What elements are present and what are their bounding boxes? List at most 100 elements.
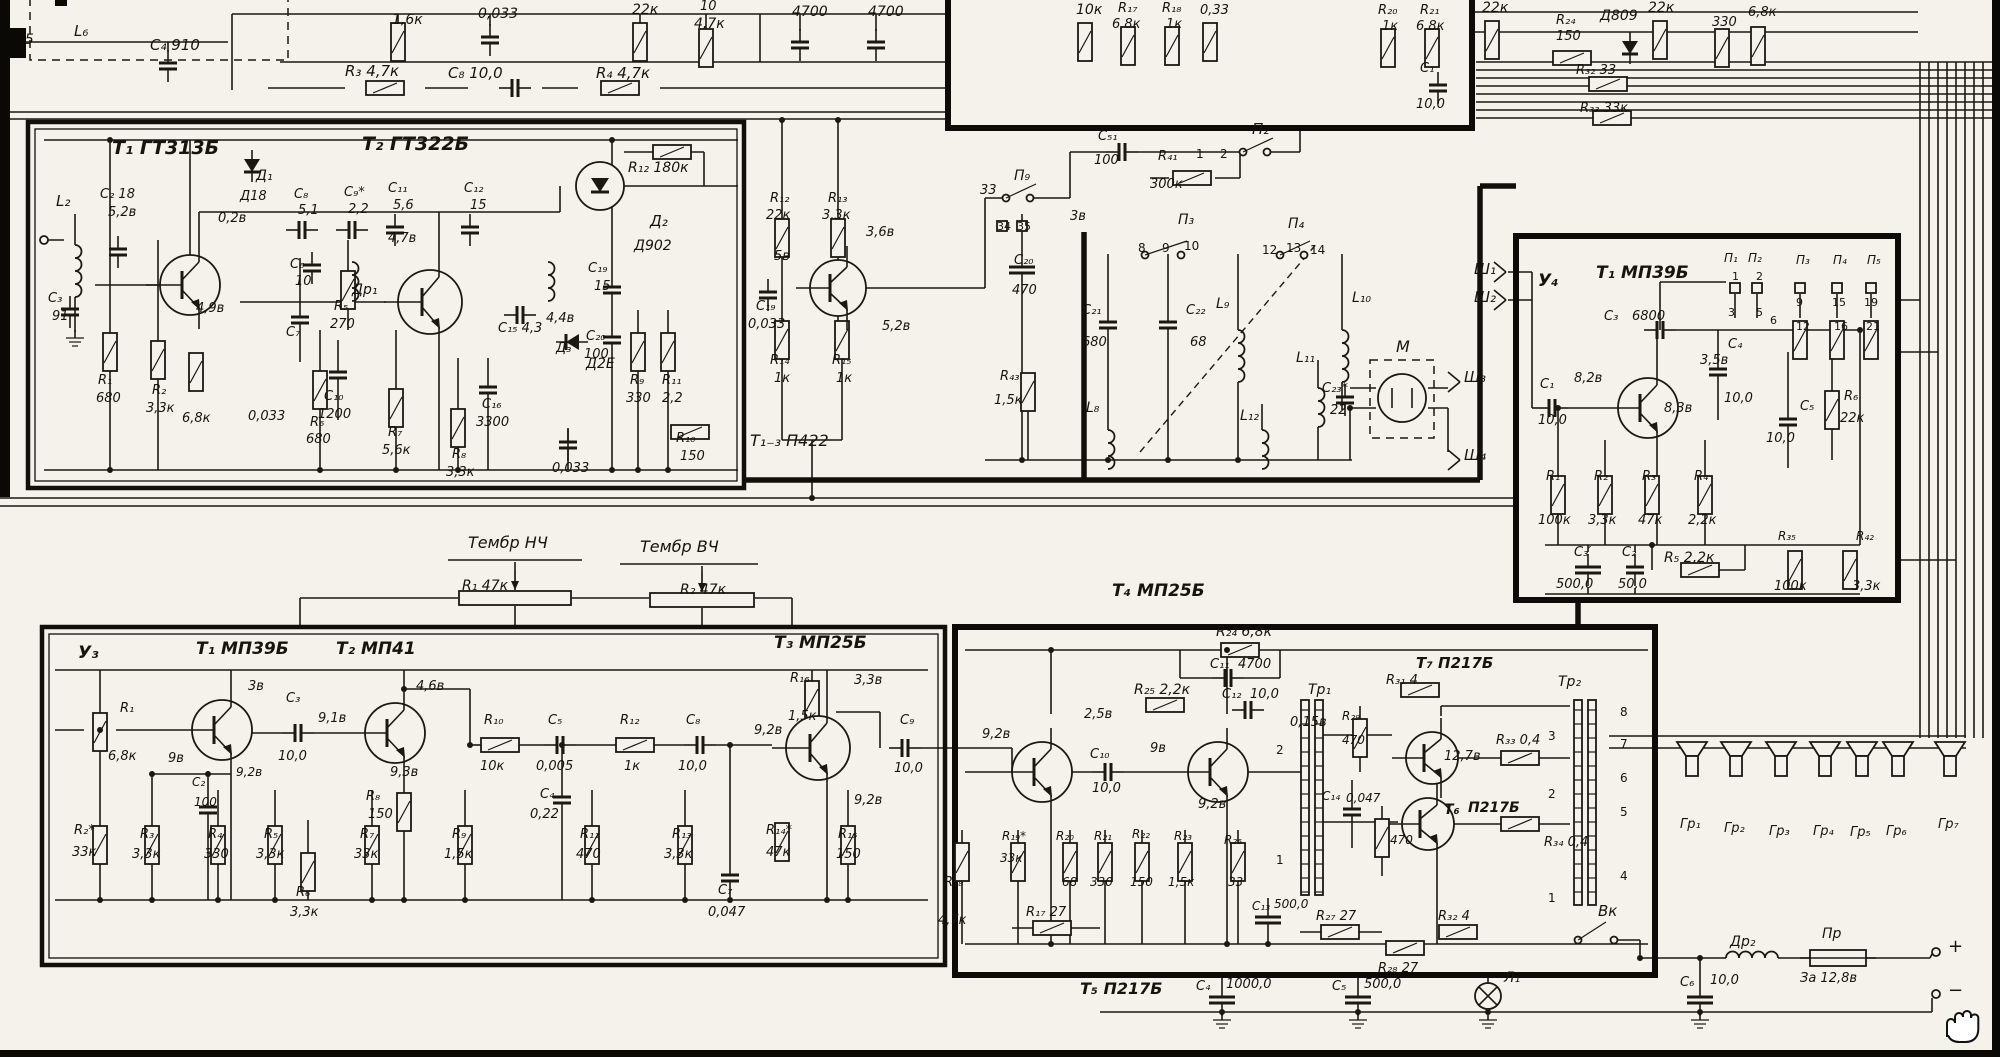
component-label: C₃ bbox=[1604, 309, 1618, 324]
inductor bbox=[547, 261, 556, 302]
component-label: 4,9в bbox=[196, 301, 224, 316]
component-label: 1,5к bbox=[994, 393, 1023, 408]
resistor-slash bbox=[341, 278, 355, 302]
component-label: C₈ bbox=[686, 713, 700, 728]
component-label: R₂₄ bbox=[1556, 13, 1576, 28]
resistor-slash bbox=[1203, 30, 1217, 54]
component-label: R₃ 4,7к bbox=[345, 62, 399, 80]
component-label: 6,8к bbox=[1748, 5, 1777, 20]
component-label: Тембр НЧ bbox=[468, 533, 548, 552]
component-label: R₄₂ bbox=[1856, 529, 1874, 543]
speaker-horn bbox=[1719, 741, 1753, 757]
component-label: R₈ bbox=[452, 447, 466, 462]
terminal-square bbox=[1016, 220, 1028, 232]
component-label: 6,8к bbox=[1112, 17, 1141, 32]
component-label: 10,0 bbox=[1416, 97, 1445, 112]
resistor-slash bbox=[93, 833, 107, 857]
junction-dot bbox=[467, 742, 473, 748]
component-label: 500,0 bbox=[1364, 977, 1401, 992]
component-label: 22к bbox=[766, 208, 791, 223]
component-label: П₂ bbox=[1252, 120, 1269, 138]
component-label: Др₂ bbox=[1729, 934, 1756, 950]
wire bbox=[1493, 261, 1507, 273]
component-label: Ш₄ bbox=[1464, 446, 1486, 464]
resistor-slash bbox=[1825, 398, 1839, 422]
component-label: 10,0 bbox=[1724, 391, 1753, 406]
component-label: 9,2в bbox=[754, 723, 782, 738]
component-label: 3,3к bbox=[290, 905, 319, 920]
junction-dot bbox=[149, 771, 155, 777]
component-label: 9в bbox=[1150, 741, 1166, 756]
component-label: C₄ bbox=[540, 787, 555, 802]
wire bbox=[1447, 371, 1461, 383]
component-label: 3в bbox=[248, 679, 264, 694]
speaker-horn bbox=[1675, 741, 1709, 757]
resistor-slash bbox=[1381, 36, 1395, 60]
scan-edge bbox=[1992, 0, 2000, 1057]
component-label: 680 bbox=[96, 391, 121, 406]
component-label: 300к bbox=[1150, 177, 1183, 192]
scan-edge bbox=[55, 0, 67, 6]
emitter-arrow bbox=[1219, 786, 1228, 797]
resistor-slash bbox=[1063, 850, 1077, 874]
junction-dot bbox=[1219, 1009, 1225, 1015]
junction-dot bbox=[1697, 955, 1703, 961]
component-label: C₂₂ bbox=[1186, 303, 1206, 318]
component-label: C₉* bbox=[344, 185, 365, 200]
component-label: R₃₂ 33 bbox=[1576, 63, 1616, 78]
component-label: R₂ bbox=[152, 383, 166, 398]
component-label: 2 bbox=[1276, 743, 1284, 757]
junction-dot bbox=[1048, 941, 1054, 947]
component-label: R₂₁ bbox=[1420, 3, 1439, 18]
component-label: 270 bbox=[330, 317, 355, 332]
component-label: 22к bbox=[1482, 0, 1509, 16]
emitter-arrow bbox=[1429, 834, 1438, 845]
resistor-slash bbox=[1152, 699, 1178, 711]
component-label: 22к bbox=[1840, 411, 1865, 426]
component-label: 14 bbox=[1310, 243, 1325, 257]
junction-dot bbox=[215, 897, 221, 903]
resistor-slash bbox=[145, 833, 159, 857]
component-label: R₄₁ bbox=[1158, 149, 1177, 164]
component-label: Гр₄ bbox=[1813, 824, 1834, 839]
component-label: 0,2в bbox=[218, 211, 246, 226]
component-label: L₈ bbox=[1086, 400, 1100, 416]
component-label: П₃ bbox=[1178, 212, 1195, 228]
junction-dot bbox=[1485, 1009, 1491, 1015]
circuit-block bbox=[945, 0, 1475, 131]
component-label: Д902 bbox=[633, 238, 672, 254]
component-label: R₁₀ bbox=[484, 713, 504, 728]
component-label: П₅ bbox=[1867, 253, 1881, 267]
resistor-slash bbox=[1551, 483, 1565, 507]
junction-dot bbox=[589, 897, 595, 903]
emitter-arrow bbox=[223, 744, 232, 755]
component-label: R₂₄ 6,8к bbox=[1216, 624, 1273, 640]
junction-dot bbox=[1235, 457, 1241, 463]
component-label: Ш₃ bbox=[1464, 368, 1486, 386]
diode bbox=[244, 150, 260, 182]
resistor-slash bbox=[1135, 850, 1149, 874]
component-label: 470 bbox=[1342, 733, 1365, 747]
component-label: L₁₁ bbox=[1296, 350, 1315, 366]
component-label: 68 bbox=[1190, 335, 1207, 350]
component-label: Т₁ ГТ313Б bbox=[112, 137, 219, 159]
component-label: 9,3в bbox=[390, 765, 418, 780]
component-label: C₁₂ bbox=[464, 181, 484, 196]
component-label: 9 bbox=[1162, 241, 1170, 255]
component-label: R₁ bbox=[98, 373, 112, 388]
scan-edge bbox=[0, 1050, 2000, 1057]
resistor-slash bbox=[585, 833, 599, 857]
component-label: Д₂ bbox=[649, 212, 668, 230]
circuit-block-inner bbox=[34, 128, 738, 482]
component-label: 100 bbox=[584, 347, 609, 362]
resistor-slash bbox=[1698, 483, 1712, 507]
component-label: 500,0 bbox=[1274, 897, 1309, 911]
wire bbox=[1929, 953, 1933, 959]
component-label: R₁₇ 27 bbox=[1026, 905, 1067, 920]
component-label: 47к bbox=[766, 845, 791, 860]
component-label: 5,2в bbox=[882, 319, 910, 334]
component-label: 12 bbox=[1796, 320, 1810, 333]
resistor-slash bbox=[831, 226, 845, 250]
terminal-square bbox=[1751, 282, 1763, 294]
